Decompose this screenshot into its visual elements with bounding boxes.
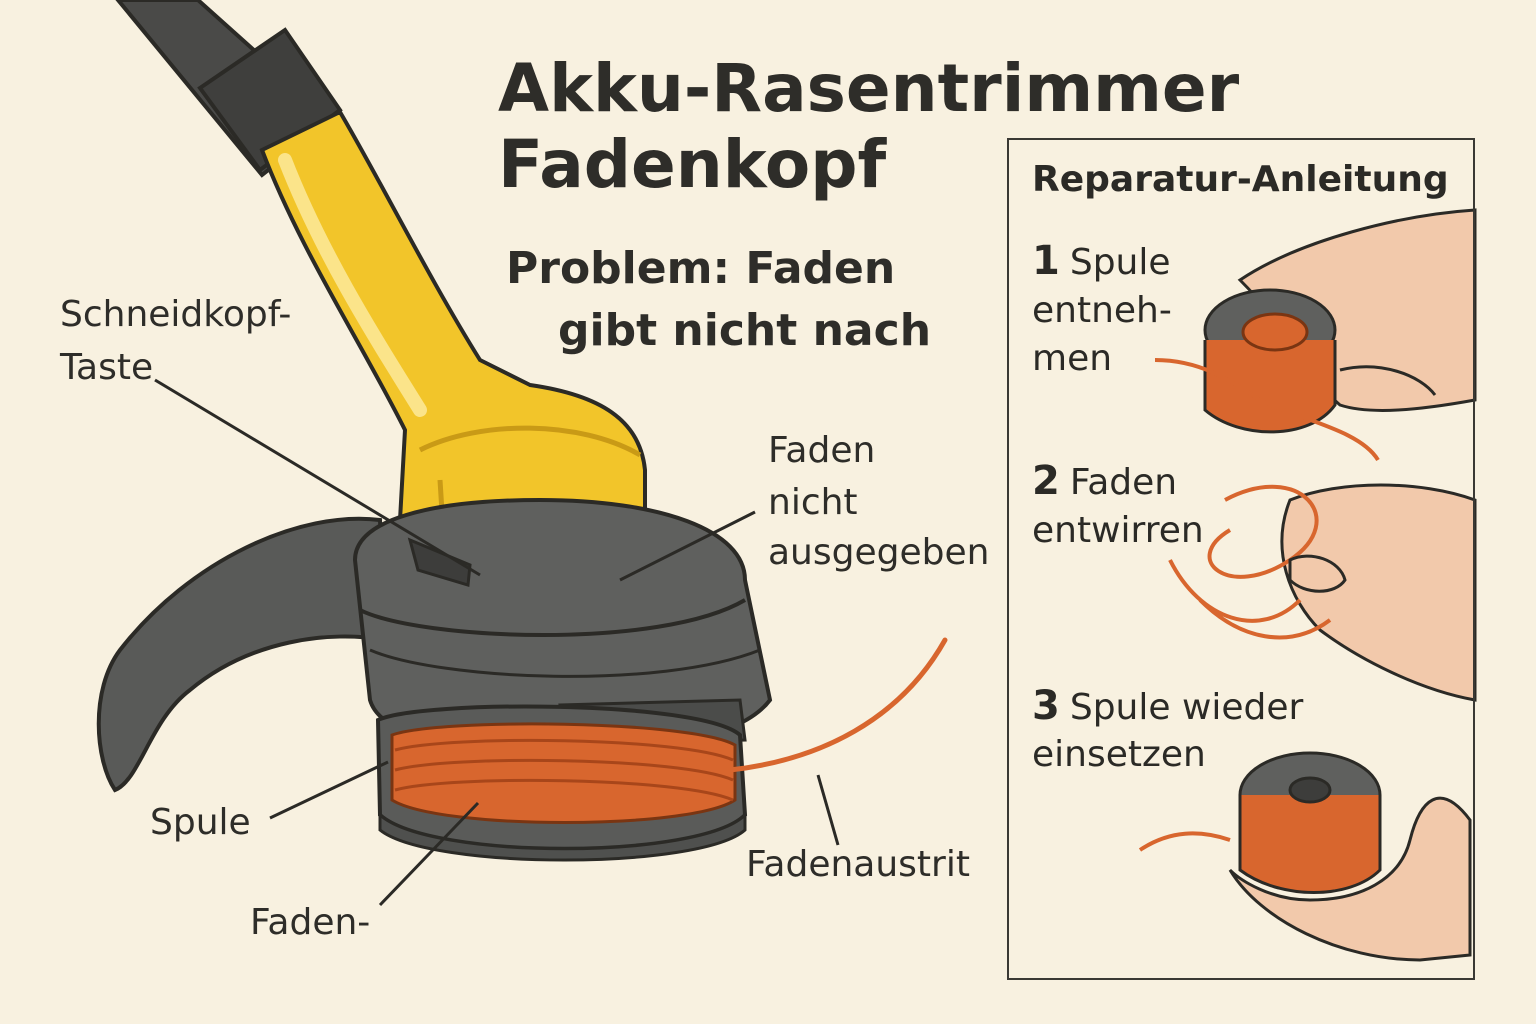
leader-lines — [154, 378, 840, 907]
step-3-number: 3 — [1032, 683, 1060, 729]
spool — [375, 704, 748, 862]
step-2-text-1: Faden — [1069, 462, 1178, 503]
step-1-number: 1 — [1032, 238, 1060, 284]
label-thread-exit: Fadenaustrit — [746, 844, 970, 885]
step2-illustration — [1168, 483, 1477, 702]
label-stuck-line-2: nicht — [768, 482, 858, 523]
label-stuck-line-3: ausgegeben — [768, 532, 990, 573]
step-2-text-2: entwirren — [1032, 510, 1204, 551]
step1-illustration — [1154, 208, 1477, 462]
title-line-1: Akku-Rasentrimmer — [498, 50, 1240, 127]
step-3-text-1: Spule wieder — [1069, 687, 1304, 728]
label-spool: Spule — [150, 802, 251, 843]
label-stuck-line-1: Faden — [768, 430, 876, 471]
title-line-2: Fadenkopf — [498, 126, 887, 203]
exit-thread — [727, 637, 948, 773]
step-1-text-1: Spule — [1069, 242, 1171, 283]
step-1-text-3: men — [1032, 338, 1113, 379]
repair-panel — [1007, 138, 1475, 980]
step-3-text-2: einsetzen — [1032, 734, 1206, 775]
grass-guard — [96, 516, 388, 793]
label-button-line-2: Taste — [60, 347, 154, 388]
repair-panel-title: Reparatur-Anleitung — [1032, 159, 1449, 200]
problem-line-2: gibt nicht nach — [558, 305, 932, 356]
step-2-number: 2 — [1032, 458, 1060, 504]
step-1-text-2: entneh- — [1032, 290, 1172, 331]
label-thread: Faden- — [250, 902, 371, 943]
problem-line-1: Problem: Faden — [506, 243, 896, 294]
label-button-line-1: Schneidkopf- — [60, 294, 292, 335]
step3-illustration — [1138, 751, 1472, 962]
